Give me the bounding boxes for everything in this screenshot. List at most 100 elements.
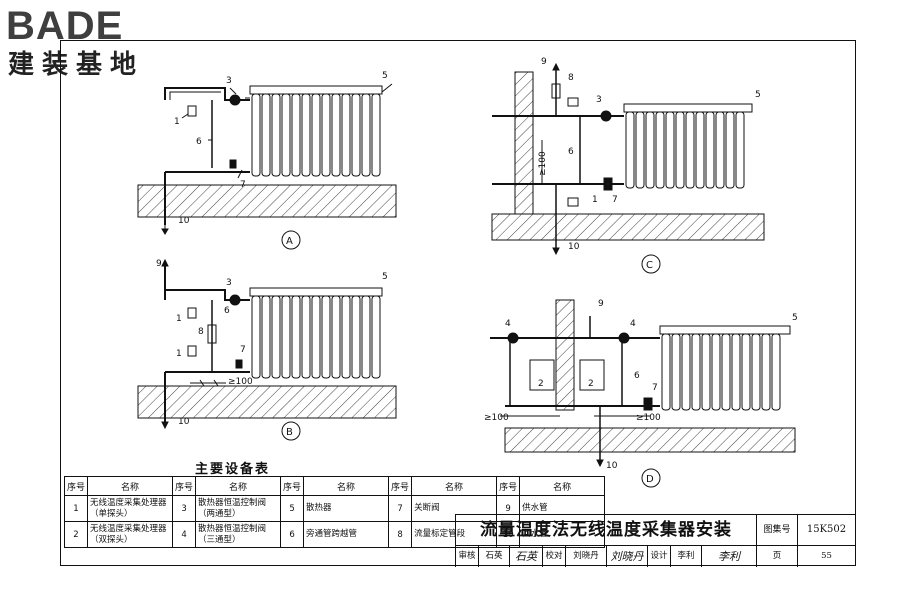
label-b-circle	[281, 421, 301, 441]
item-no: 10	[496, 521, 521, 548]
callout-5: 5	[382, 71, 388, 81]
dual-sensor-icon	[579, 359, 605, 391]
callout-7: 7	[652, 383, 658, 393]
sensor-icon	[567, 197, 579, 207]
checker-signature: 刘晓丹	[607, 546, 648, 567]
dimension-100: ≥100	[228, 377, 253, 387]
header-no: 序号	[172, 476, 197, 496]
callout-4: 4	[630, 319, 636, 329]
callout-3: 3	[226, 76, 232, 86]
header-no: 序号	[496, 476, 521, 496]
label-c: C	[646, 260, 653, 271]
brand-logo: BADE 建装基地	[6, 4, 176, 84]
callout-4: 4	[505, 319, 511, 329]
shutoff-valve-icon	[643, 397, 653, 411]
sensor-icon	[187, 105, 197, 117]
header-name: 名称	[87, 476, 174, 496]
wall	[514, 71, 534, 215]
label-d-circle	[641, 468, 661, 488]
radiator	[249, 85, 383, 177]
callout-10: 10	[606, 461, 618, 471]
item-name: 散热器恒温控制阀（两通型）	[195, 495, 282, 522]
item-no: 6	[280, 521, 305, 548]
equipment-table: 序号 名称 序号 名称 序号 名称 序号 名称 序号 名称 1 无线温度采集处理…	[63, 476, 606, 548]
item-name: 流量标定管段	[411, 521, 498, 548]
item-name: 无线温度采集处理器（双探头）	[87, 521, 174, 548]
header-name: 名称	[519, 476, 606, 496]
callout-2: 2	[538, 379, 544, 389]
radiator	[659, 325, 791, 411]
callout-8: 8	[568, 73, 574, 83]
reviewer-signature: 石英	[510, 546, 543, 567]
callout-7: 7	[240, 345, 246, 355]
item-no: 2	[63, 521, 89, 548]
floor-slab	[137, 385, 397, 419]
valve-icon	[507, 332, 519, 344]
reviewer-name: 石英	[479, 546, 510, 567]
item-name: 供水管	[519, 495, 606, 522]
radiator	[623, 103, 753, 189]
callout-6: 6	[196, 137, 202, 147]
floor-slab	[504, 427, 796, 453]
diagram-a: 3 5 1 6 7 10 A	[137, 71, 397, 250]
callout-9: 9	[541, 57, 547, 67]
checker-signature-text: 刘晓丹	[610, 550, 644, 563]
header-no: 序号	[63, 476, 89, 496]
approval-row: 审核 石英 石英 校对 刘晓丹 刘晓丹 设计 李利 李利 页 55	[456, 546, 855, 567]
wall	[555, 299, 575, 411]
set-number: 15K502	[798, 515, 855, 546]
title-block: 流量温度法无线温度采集器安装 图集号 15K502 审核 石英 石英 校对 刘晓…	[455, 514, 855, 567]
item-no: 4	[172, 521, 197, 548]
header-name: 名称	[195, 476, 282, 496]
header-name: 名称	[303, 476, 390, 496]
callout-6: 6	[634, 371, 640, 381]
header-no: 序号	[388, 476, 413, 496]
checker-name: 刘晓丹	[566, 546, 607, 567]
equipment-table-title: 主要设备表	[195, 462, 271, 477]
label-c-circle	[641, 254, 661, 274]
valve-icon	[618, 332, 630, 344]
callout-3: 3	[596, 95, 602, 105]
header-no: 序号	[280, 476, 305, 496]
callout-10: 10	[178, 216, 190, 226]
label-b: B	[286, 427, 293, 438]
item-no: 8	[388, 521, 413, 548]
sensor-icon	[187, 345, 197, 357]
item-no: 7	[388, 495, 413, 522]
shutoff-valve-icon	[603, 177, 613, 191]
diagram-c: 9 8 3 5 6 1 7 10 C ≥100	[491, 57, 765, 274]
check-label: 校对	[543, 546, 566, 567]
shutoff-valve-icon	[235, 359, 243, 369]
floor-slab	[137, 184, 397, 218]
sensor-icon	[187, 307, 197, 319]
page-label: 页	[757, 546, 798, 567]
callout-9: 9	[598, 299, 604, 309]
page-number: 55	[821, 551, 832, 561]
drawing-title: 流量温度法无线温度采集器安装	[456, 515, 757, 546]
callout-2: 2	[588, 379, 594, 389]
valve-icon	[600, 110, 612, 122]
sensor-icon	[567, 97, 579, 107]
item-name: 回水管	[519, 521, 606, 548]
header-name: 名称	[411, 476, 498, 496]
designer-signature: 李利	[702, 546, 757, 567]
diagram-d: 4 9 4 5 2 2 6 7 ≥100 ≥100 10 D	[484, 299, 798, 488]
item-no: 5	[280, 495, 305, 522]
callout-5: 5	[382, 272, 388, 282]
callout-1: 1	[176, 314, 182, 324]
callout-1: 1	[176, 349, 182, 359]
item-name: 旁通管跨越管	[303, 521, 390, 548]
table-row: 2 无线温度采集处理器（双探头） 4 散热器恒温控制阀（三通型） 6 旁通管跨越…	[63, 521, 606, 548]
item-no: 1	[63, 495, 89, 522]
shutoff-valve-icon	[229, 159, 237, 169]
designer-signature-text: 李利	[718, 550, 740, 563]
callout-8: 8	[198, 327, 204, 337]
floor-slab	[491, 213, 765, 241]
callout-7: 7	[240, 180, 246, 190]
valve-icon	[229, 294, 241, 306]
callout-1: 1	[174, 117, 180, 127]
item-name: 散热器恒温控制阀（三通型）	[195, 521, 282, 548]
valve-icon	[229, 94, 241, 106]
design-label: 设计	[648, 546, 671, 567]
